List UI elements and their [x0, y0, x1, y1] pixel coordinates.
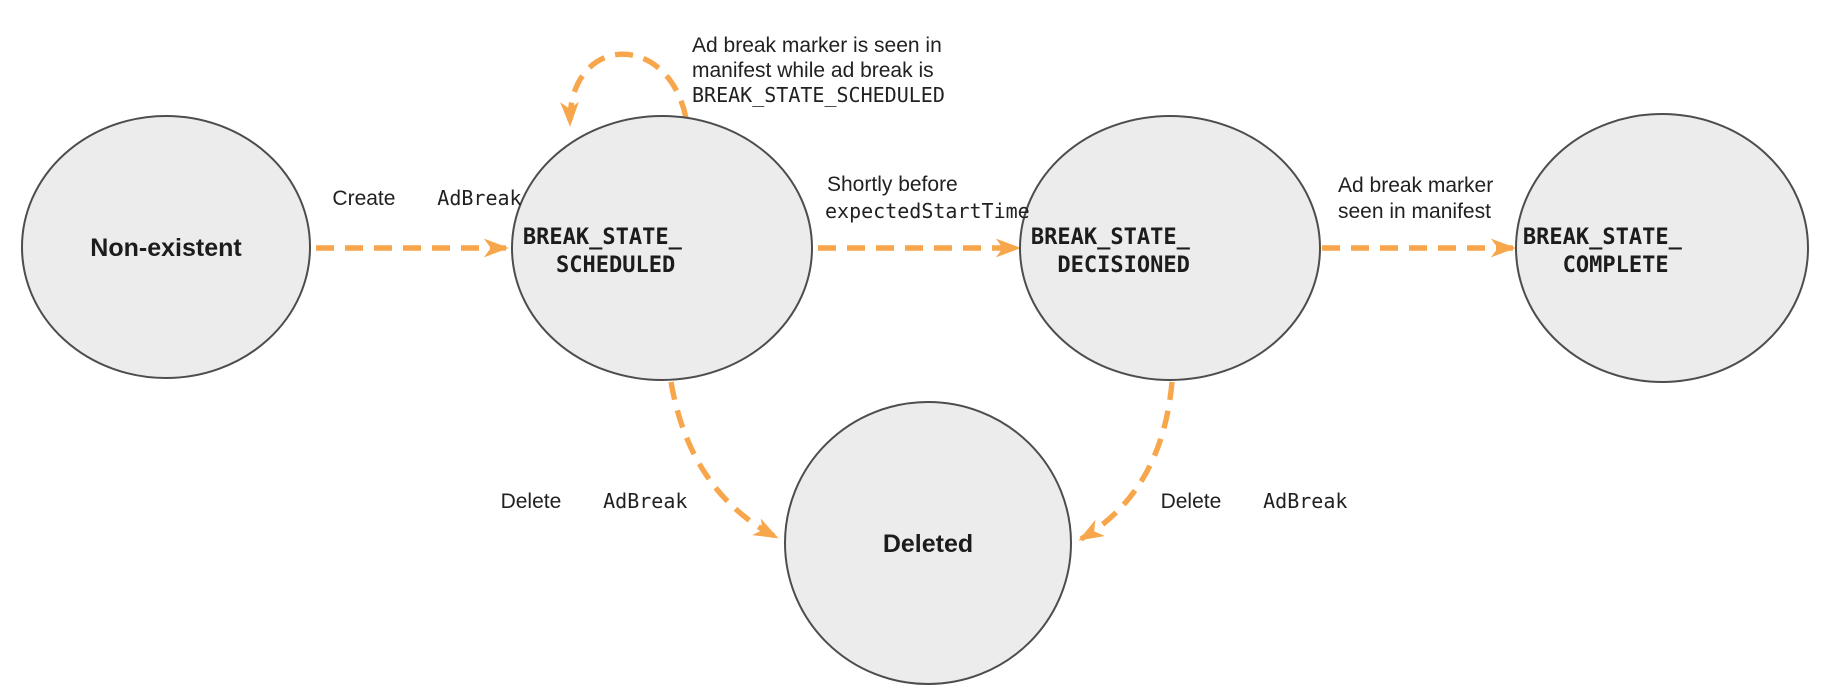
label-code-text: BREAK_STATE_SCHEDULED [692, 83, 945, 107]
label-code-text: AdBreak [437, 186, 521, 210]
state-label-line: BREAK_STATE_ [1523, 225, 1683, 250]
label-text: Ad break marker [1338, 174, 1493, 197]
state-circle-break-state-decisioned [1019, 115, 1321, 381]
transition-label-self-loop-scheduled: Ad break marker is seen in manifest whil… [0, 0, 978, 107]
state-label-deleted: Deleted [883, 530, 973, 558]
label-text: Shortly before [827, 173, 958, 196]
state-circle-break-state-complete [1515, 113, 1809, 383]
state-circle-break-state-scheduled [511, 115, 813, 381]
state-circle-non-existent [21, 115, 311, 379]
state-label-non-existent: Non-existent [90, 234, 242, 262]
state-nodes: Non-existent BREAK_STATE_ SCHEDULED BREA… [0, 0, 1809, 685]
label-code-text: AdBreak [603, 489, 687, 513]
transition-arrows [316, 51, 1516, 542]
state-label-break-state-decisioned: BREAK_STATE_ DECISIONED [0, 0, 1309, 278]
state-label-line: COMPLETE [1563, 253, 1669, 278]
transition-arrow-delete-from-scheduled [668, 381, 779, 540]
label-text: Delete [501, 490, 568, 513]
state-label-break-state-scheduled: BREAK_STATE_ SCHEDULED [0, 0, 801, 278]
transition-label-create-adbreak: Create AdBreak [296, 186, 549, 210]
label-text: Ad break marker is seen in [692, 34, 942, 57]
transition-label-decisioned-to-complete: Ad break marker seen in manifest [0, 0, 1529, 223]
label-text: Create [332, 187, 401, 210]
transition-label-scheduled-to-decisioned: Shortly before expectedStartTime [0, 0, 1058, 223]
state-label-line: BREAK_STATE_ [1031, 225, 1191, 250]
label-text: manifest while ad break is [692, 59, 934, 82]
state-label-line: SCHEDULED [556, 253, 675, 278]
transition-labels: Create AdBreak Ad break marker is seen i… [0, 0, 1529, 513]
transition-arrow-delete-from-decisioned [1078, 381, 1175, 542]
label-code-text: AdBreak [1263, 489, 1347, 513]
label-code-text: expectedStartTime [825, 199, 1030, 223]
transition-arrow-self-loop-scheduled [560, 51, 689, 127]
state-label-break-state-complete: BREAK_STATE_ COMPLETE [0, 0, 1801, 278]
state-label-line: BREAK_STATE_ [523, 225, 683, 250]
state-circle-deleted [784, 401, 1072, 685]
transition-label-delete-from-decisioned: Delete AdBreak [1125, 489, 1376, 513]
label-text: seen in manifest [1338, 200, 1491, 223]
state-label-line: DECISIONED [1057, 253, 1189, 278]
transition-label-delete-from-scheduled: Delete AdBreak [465, 489, 716, 513]
label-text: Delete [1161, 490, 1228, 513]
